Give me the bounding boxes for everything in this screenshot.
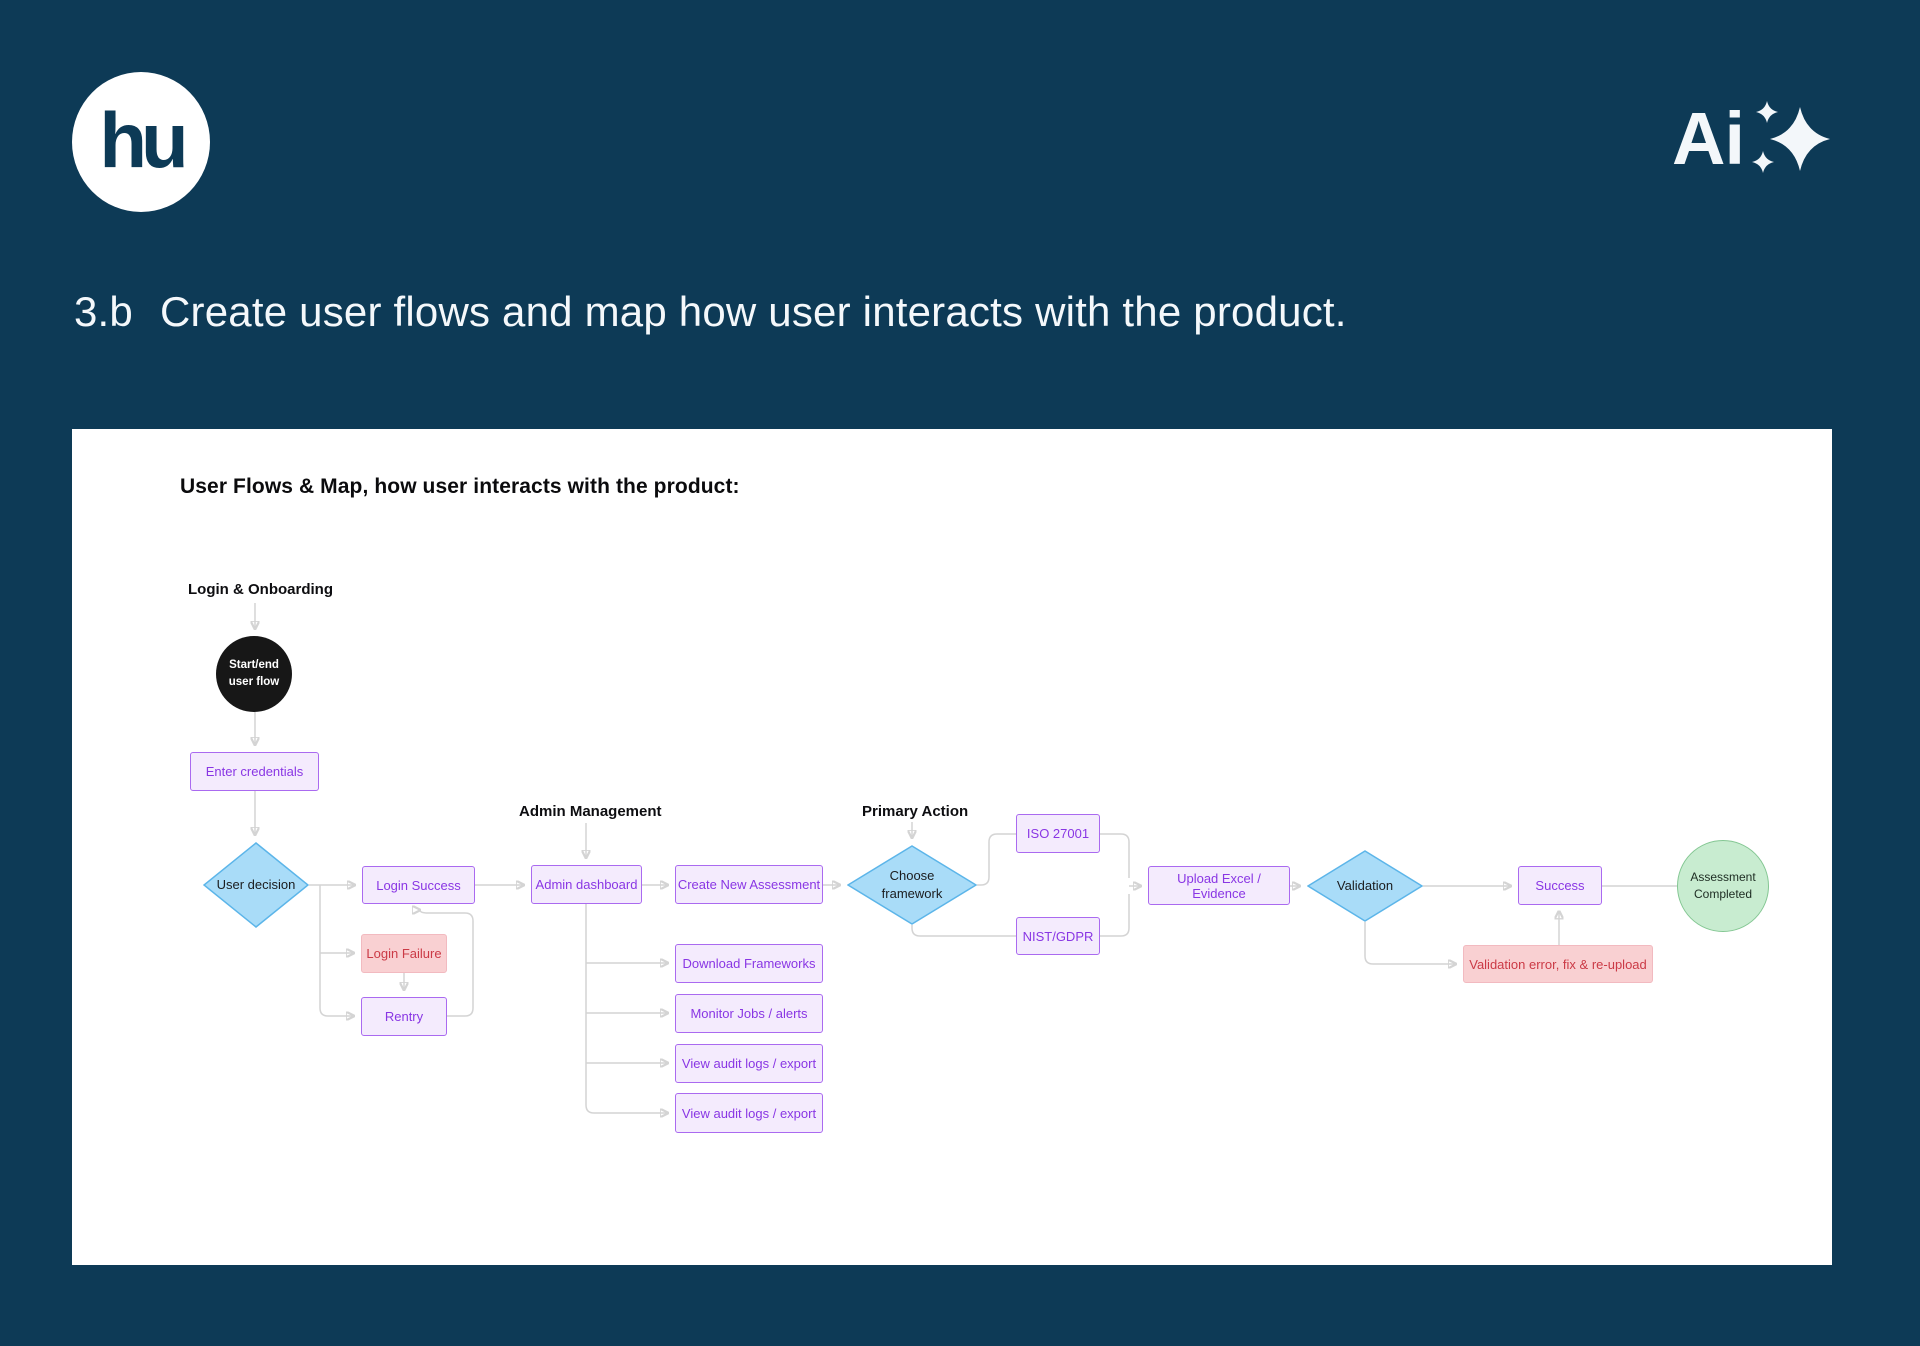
node-upload-excel-evidence: Upload Excel / Evidence (1148, 866, 1290, 905)
section-label-login: Login & Onboarding (188, 581, 333, 598)
node-login-success: Login Success (362, 866, 475, 904)
diamond-shape (203, 842, 309, 928)
node-view-audit-logs-1: View audit logs / export (675, 1044, 823, 1083)
section-label-admin: Admin Management (519, 803, 662, 820)
node-user-decision: User decision (203, 842, 309, 928)
slide-number: 3.b (74, 288, 133, 335)
company-logo: hu (72, 72, 210, 212)
diamond-shape (1307, 850, 1423, 922)
node-success: Success (1518, 866, 1602, 905)
brand-text: Ai (1672, 97, 1745, 180)
flowchart-panel: User Flows & Map, how user interacts wit… (72, 429, 1832, 1265)
node-iso-27001: ISO 27001 (1016, 814, 1100, 853)
node-admin-dashboard: Admin dashboard (531, 865, 642, 904)
diamond-shape (847, 845, 977, 925)
node-monitor-jobs: Monitor Jobs / alerts (675, 994, 823, 1033)
node-view-audit-logs-2: View audit logs / export (675, 1093, 823, 1133)
section-label-primary: Primary Action (862, 803, 969, 820)
logo-monogram: hu (99, 95, 188, 184)
node-start-end: Start/end user flow (216, 636, 292, 712)
sparkles-icon (1752, 101, 1830, 173)
node-download-frameworks: Download Frameworks (675, 944, 823, 983)
flowchart-title: User Flows & Map, how user interacts wit… (180, 475, 740, 498)
brand-logo: Ai (1672, 96, 1832, 182)
node-rentry: Rentry (361, 997, 447, 1036)
node-login-failure: Login Failure (361, 934, 447, 973)
node-choose-framework: Choose framework (847, 845, 977, 925)
flowchart-connectors (72, 603, 1677, 1265)
slide-title-text: Create user flows and map how user inter… (160, 288, 1347, 335)
node-create-new-assessment: Create New Assessment (675, 865, 823, 904)
node-validation: Validation (1307, 850, 1423, 922)
slide-title: 3.b Create user flows and map how user in… (74, 288, 1347, 336)
node-nist-gdpr: NIST/GDPR (1016, 917, 1100, 955)
node-assessment-completed: Assessment Completed (1677, 840, 1769, 932)
node-validation-error: Validation error, fix & re-upload (1463, 945, 1653, 983)
node-enter-credentials: Enter credentials (190, 752, 319, 791)
